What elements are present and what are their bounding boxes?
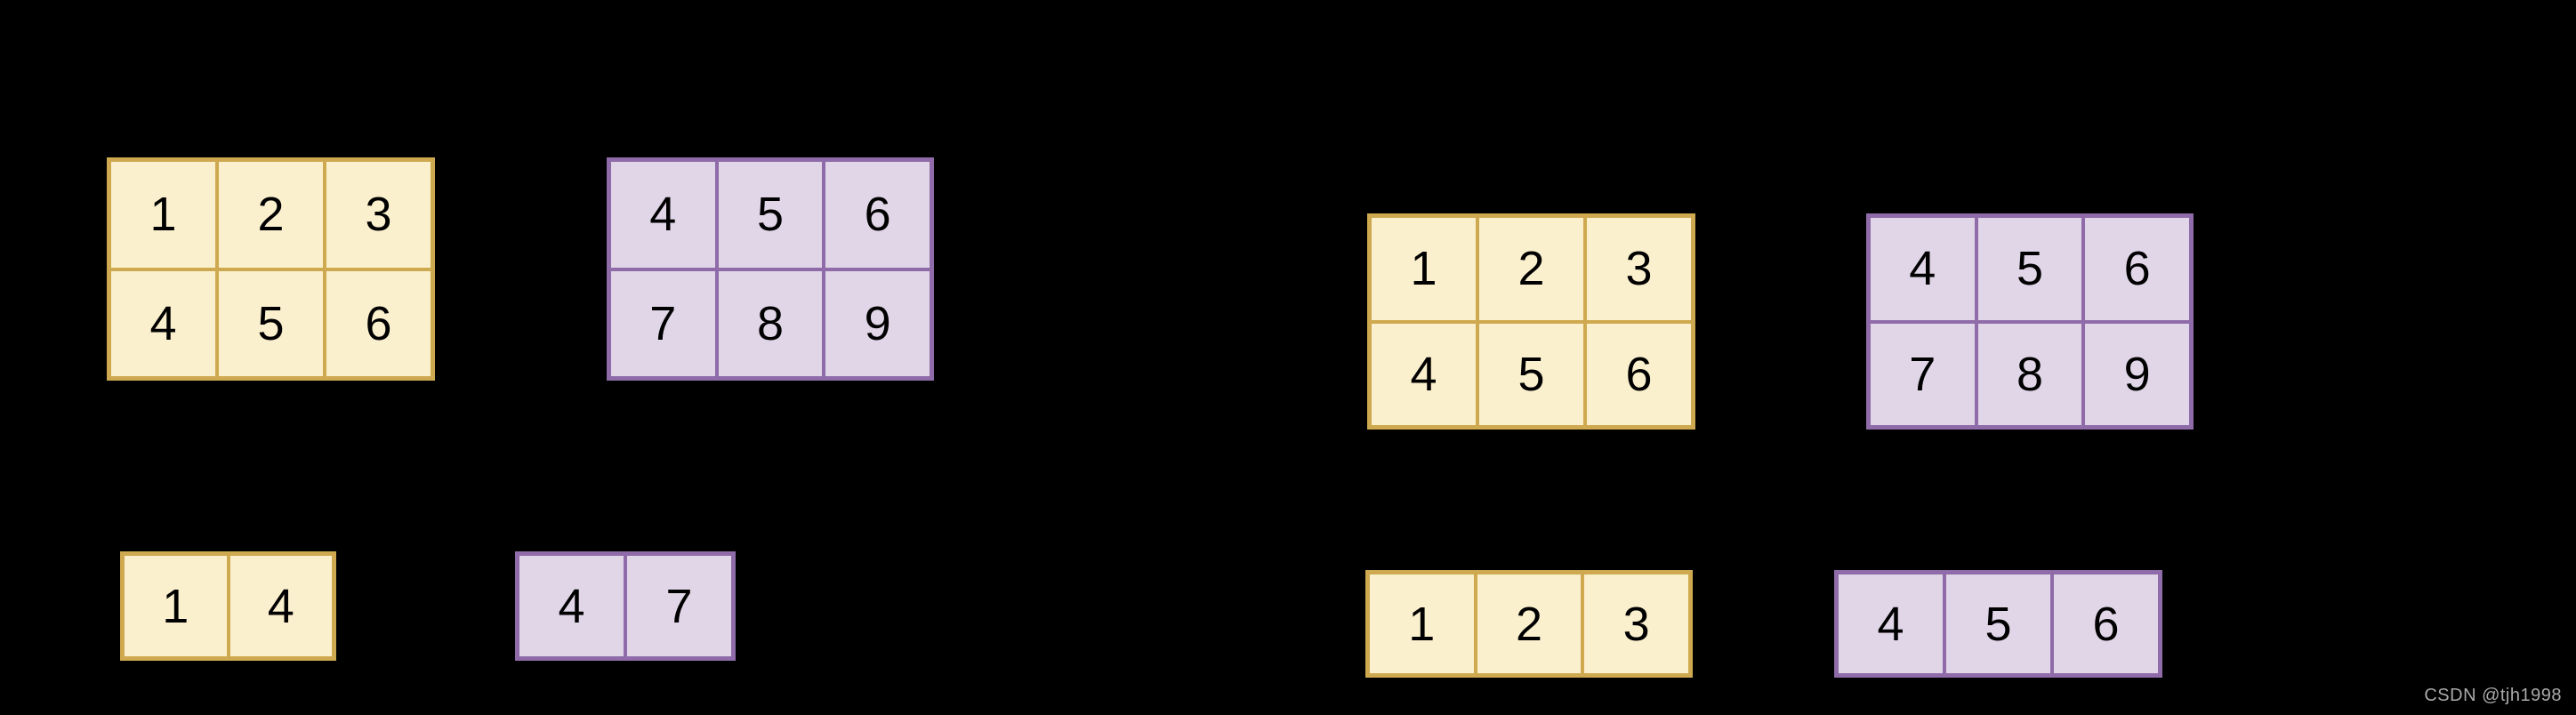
matrix-cell-right-result-purple-1x3-r0c0: 4 (1839, 574, 1943, 673)
matrix-cell-right-tensor-yellow-2x3-r1c0: 4 (1372, 323, 1476, 425)
cell-value: 6 (365, 296, 392, 350)
cell-value: 6 (1625, 347, 1653, 401)
right-tensor-yellow-2x3: 1 2 3 4 5 6 (1367, 213, 1695, 430)
matrix-cell-right-tensor-purple-2x3-r1c1: 8 (1977, 323, 2082, 425)
matrix-cell-right-result-purple-1x3-r0c2: 6 (2054, 574, 2158, 673)
matrix-cell-right-tensor-purple-2x3-r1c2: 9 (2085, 323, 2189, 425)
cell-value: 8 (756, 296, 785, 350)
cell-value: 6 (864, 188, 891, 242)
matrix-cell-left-tensor-yellow-2x3-r1c0: 4 (111, 270, 215, 376)
matrix-cell-left-result-yellow-1x2-r0c1: 4 (229, 556, 332, 656)
matrix-cell-right-tensor-purple-2x3-r0c1: 5 (1977, 218, 2082, 320)
matrix-cell-right-result-yellow-1x3-r0c1: 2 (1477, 574, 1582, 673)
cell-value: 3 (1622, 597, 1650, 651)
cell-value: 8 (2016, 347, 2044, 401)
right-result-purple-1x3: 4 5 6 (1834, 570, 2162, 678)
right-result-yellow-1x3: 1 2 3 (1365, 570, 1693, 678)
matrix-cell-left-tensor-purple-2x3-r0c1: 5 (718, 162, 823, 268)
cell-value: 6 (2123, 242, 2151, 296)
cell-value: 4 (267, 579, 294, 633)
cell-value: 3 (1625, 242, 1653, 296)
matrix-cell-right-tensor-purple-2x3-r0c0: 4 (1871, 218, 1975, 320)
matrix-cell-right-tensor-purple-2x3-r0c2: 6 (2085, 218, 2189, 320)
matrix-cell-left-tensor-purple-2x3-r1c1: 8 (718, 270, 823, 376)
cell-value: 4 (558, 579, 585, 633)
cell-value: 2 (1515, 597, 1543, 651)
cell-value: 4 (649, 188, 677, 242)
cell-value: 4 (1877, 597, 1904, 651)
matrix-cell-left-tensor-purple-2x3-r1c0: 7 (611, 270, 715, 376)
matrix-cell-left-tensor-yellow-2x3-r1c2: 6 (326, 270, 431, 376)
cell-value: 5 (257, 296, 285, 350)
matrix-cell-left-tensor-yellow-2x3-r1c1: 5 (219, 270, 323, 376)
cell-value: 1 (1408, 597, 1436, 651)
matrix-cell-left-result-yellow-1x2-r0c0: 1 (125, 556, 227, 656)
cell-value: 4 (1410, 347, 1437, 401)
matrix-cell-right-tensor-yellow-2x3-r1c1: 5 (1479, 323, 1583, 425)
matrix-cell-right-tensor-yellow-2x3-r0c0: 1 (1372, 218, 1476, 320)
cell-value: 2 (1517, 242, 1545, 296)
matrix-cell-right-result-yellow-1x3-r0c2: 3 (1584, 574, 1688, 673)
matrix-cell-left-tensor-yellow-2x3-r0c2: 3 (326, 162, 431, 268)
cell-value: 3 (365, 188, 392, 242)
matrix-cell-right-tensor-purple-2x3-r1c0: 7 (1871, 323, 1975, 425)
matrix-cell-right-tensor-yellow-2x3-r0c2: 3 (1587, 218, 1691, 320)
cell-value: 5 (2016, 242, 2044, 296)
cell-value: 4 (1909, 242, 1936, 296)
cell-value: 7 (665, 579, 693, 633)
matrix-cell-left-tensor-purple-2x3-r0c0: 4 (611, 162, 715, 268)
matrix-cell-left-tensor-purple-2x3-r0c2: 6 (825, 162, 930, 268)
cell-value: 5 (1984, 597, 2012, 651)
cell-value: 4 (149, 296, 177, 350)
cell-value: 5 (1517, 347, 1545, 401)
cell-value: 2 (257, 188, 285, 242)
matrix-cell-right-tensor-yellow-2x3-r0c1: 2 (1479, 218, 1583, 320)
cell-value: 7 (649, 296, 677, 350)
matrix-cell-right-tensor-yellow-2x3-r1c2: 6 (1587, 323, 1691, 425)
left-tensor-yellow-2x3: 1 2 3 4 5 6 (107, 157, 435, 381)
matrix-cell-left-tensor-yellow-2x3-r0c1: 2 (219, 162, 323, 268)
matrix-cell-right-result-yellow-1x3-r0c0: 1 (1370, 574, 1474, 673)
matrix-cell-left-result-purple-1x2-r0c1: 7 (627, 556, 731, 656)
matrix-cell-left-tensor-yellow-2x3-r0c0: 1 (111, 162, 215, 268)
cell-value: 6 (2092, 597, 2120, 651)
cell-value: 9 (2123, 347, 2151, 401)
watermark: CSDN @tjh1998 (2424, 686, 2562, 705)
cell-value: 1 (162, 579, 189, 633)
cell-value: 7 (1909, 347, 1936, 401)
matrix-cell-left-result-purple-1x2-r0c0: 4 (519, 556, 624, 656)
left-tensor-purple-2x3: 4 5 6 7 8 9 (607, 157, 934, 381)
matrix-cell-left-tensor-purple-2x3-r1c2: 9 (825, 270, 930, 376)
matrix-cell-right-result-purple-1x3-r0c1: 5 (1946, 574, 2050, 673)
cell-value: 1 (1410, 242, 1437, 296)
cell-value: 1 (149, 188, 177, 242)
right-tensor-purple-2x3: 4 5 6 7 8 9 (1866, 213, 2194, 430)
cell-value: 9 (864, 296, 891, 350)
cell-value: 5 (756, 188, 785, 242)
